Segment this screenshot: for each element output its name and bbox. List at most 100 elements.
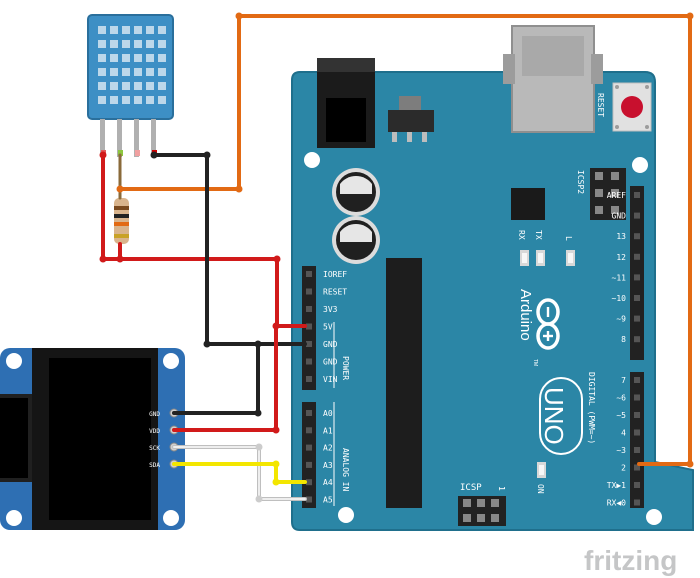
reset-button[interactable] <box>612 82 652 132</box>
digital-pin-label: 4 <box>621 429 626 438</box>
led-tx-label: TX <box>534 230 543 240</box>
uno-badge <box>539 377 583 455</box>
icsp2-label: ICSP2 <box>576 170 585 194</box>
led-on-label: ON <box>536 484 545 494</box>
analog-pin <box>306 410 312 416</box>
mounting-hole <box>632 157 648 173</box>
wire-white-sck <box>172 445 307 501</box>
icsp-label: ICSP <box>460 483 482 493</box>
power-pin-label: 3V3 <box>323 305 338 314</box>
mounting-hole <box>338 507 354 523</box>
analog-pin-label: A5 <box>323 496 333 505</box>
analog-pin-label: A0 <box>323 409 333 418</box>
power-pin-label: GND <box>323 358 338 367</box>
digital-pin <box>634 233 640 240</box>
arduino-logo-icon <box>536 298 560 350</box>
digital-pin-label: ~3 <box>616 446 626 455</box>
oled-display: GND VDD SCK SDA <box>0 348 185 530</box>
digital-pin-label: ~11 <box>612 273 627 282</box>
digital-section-label: DIGITAL (PWM=~) <box>587 372 596 444</box>
power-pin-label: RESET <box>323 288 347 297</box>
trademark-mark: TM <box>532 359 538 366</box>
power-pin <box>306 288 312 295</box>
analog-pin-label: A1 <box>323 426 333 435</box>
arduino-uno-board: RESET ICSP2 <box>291 25 694 531</box>
reset-label: RESET <box>596 93 605 117</box>
oled-pin-label: SCK <box>149 445 160 452</box>
wires <box>99 12 694 503</box>
digital-pin-label: 8 <box>621 335 626 344</box>
capacitor <box>332 216 380 264</box>
digital-pin <box>634 412 640 418</box>
digital-pin-label: RX◀0 <box>607 499 626 508</box>
analog-pin-label: A2 <box>323 444 333 453</box>
digital-pin <box>634 499 640 506</box>
analog-pin <box>306 461 312 468</box>
power-pin <box>306 376 312 382</box>
led-l-label: L <box>564 236 573 241</box>
digital-pin <box>634 464 640 471</box>
oled-pin-label: SDA <box>149 462 160 469</box>
digital-pin <box>634 394 640 401</box>
atmega-chip <box>386 258 422 508</box>
digital-pin-label: 12 <box>616 253 626 262</box>
oled-pin-label: VDD <box>149 428 160 435</box>
digital-pin <box>634 274 640 281</box>
analog-pin <box>306 427 312 434</box>
digital-pin <box>634 192 640 198</box>
uno-model-text: UNO <box>539 387 569 445</box>
led-tx <box>536 250 545 266</box>
led-on <box>537 462 546 478</box>
resistor <box>114 198 129 244</box>
icsp-header <box>458 496 506 526</box>
led-rx <box>520 250 529 266</box>
power-jack <box>317 58 375 148</box>
voltage-regulator <box>388 96 434 142</box>
power-pin-label: GND <box>323 340 338 349</box>
fritzing-watermark: fritzing <box>584 545 677 576</box>
digital-pin-label: GND <box>612 212 627 221</box>
digital-pin-label: ~6 <box>616 394 626 403</box>
analog-header <box>302 402 316 508</box>
digital-pin <box>634 429 640 436</box>
power-pin <box>306 358 312 365</box>
mounting-hole <box>646 509 662 525</box>
oled-pin-label: GND <box>149 411 160 418</box>
digital-header-bottom <box>630 372 644 508</box>
oled-screen <box>49 358 151 520</box>
digital-pin <box>634 212 640 219</box>
capacitor <box>332 168 380 216</box>
led-rx-label: RX <box>517 230 526 240</box>
analog-pin <box>306 496 312 503</box>
power-pin-label: VIN <box>323 375 338 384</box>
digital-pin <box>634 447 640 453</box>
wire-red-vcc <box>101 153 307 328</box>
icsp-pin-one-label: 1 <box>497 486 506 491</box>
power-pin <box>306 271 312 277</box>
digital-pin-label: ~10 <box>612 294 627 303</box>
digital-pin <box>634 336 640 343</box>
wire-black-oled-gnd <box>172 342 260 415</box>
digital-pin-label: ~5 <box>616 411 626 420</box>
digital-pin-label: AREF <box>607 191 626 200</box>
led-l <box>566 250 575 266</box>
digital-pin <box>634 315 640 322</box>
digital-pin <box>634 253 640 260</box>
power-section-label: POWER <box>341 356 350 380</box>
digital-header-top <box>630 186 644 360</box>
power-pin <box>306 341 312 347</box>
wire-yellow-sda <box>172 462 307 484</box>
digital-pin-label: 13 <box>616 232 626 241</box>
wire-orange-data <box>118 14 692 466</box>
dht11-sensor <box>87 14 174 157</box>
analog-pin <box>306 479 312 486</box>
mounting-hole <box>304 152 320 168</box>
analog-pin <box>306 444 312 451</box>
arduino-brand-text: Arduino <box>517 289 534 341</box>
analog-section-label: ANALOG IN <box>341 448 350 492</box>
digital-pin-label: 7 <box>621 376 626 385</box>
power-pin-label: 5V <box>323 323 333 332</box>
digital-pin-label: ~9 <box>616 315 626 324</box>
usb-chip <box>511 188 545 220</box>
